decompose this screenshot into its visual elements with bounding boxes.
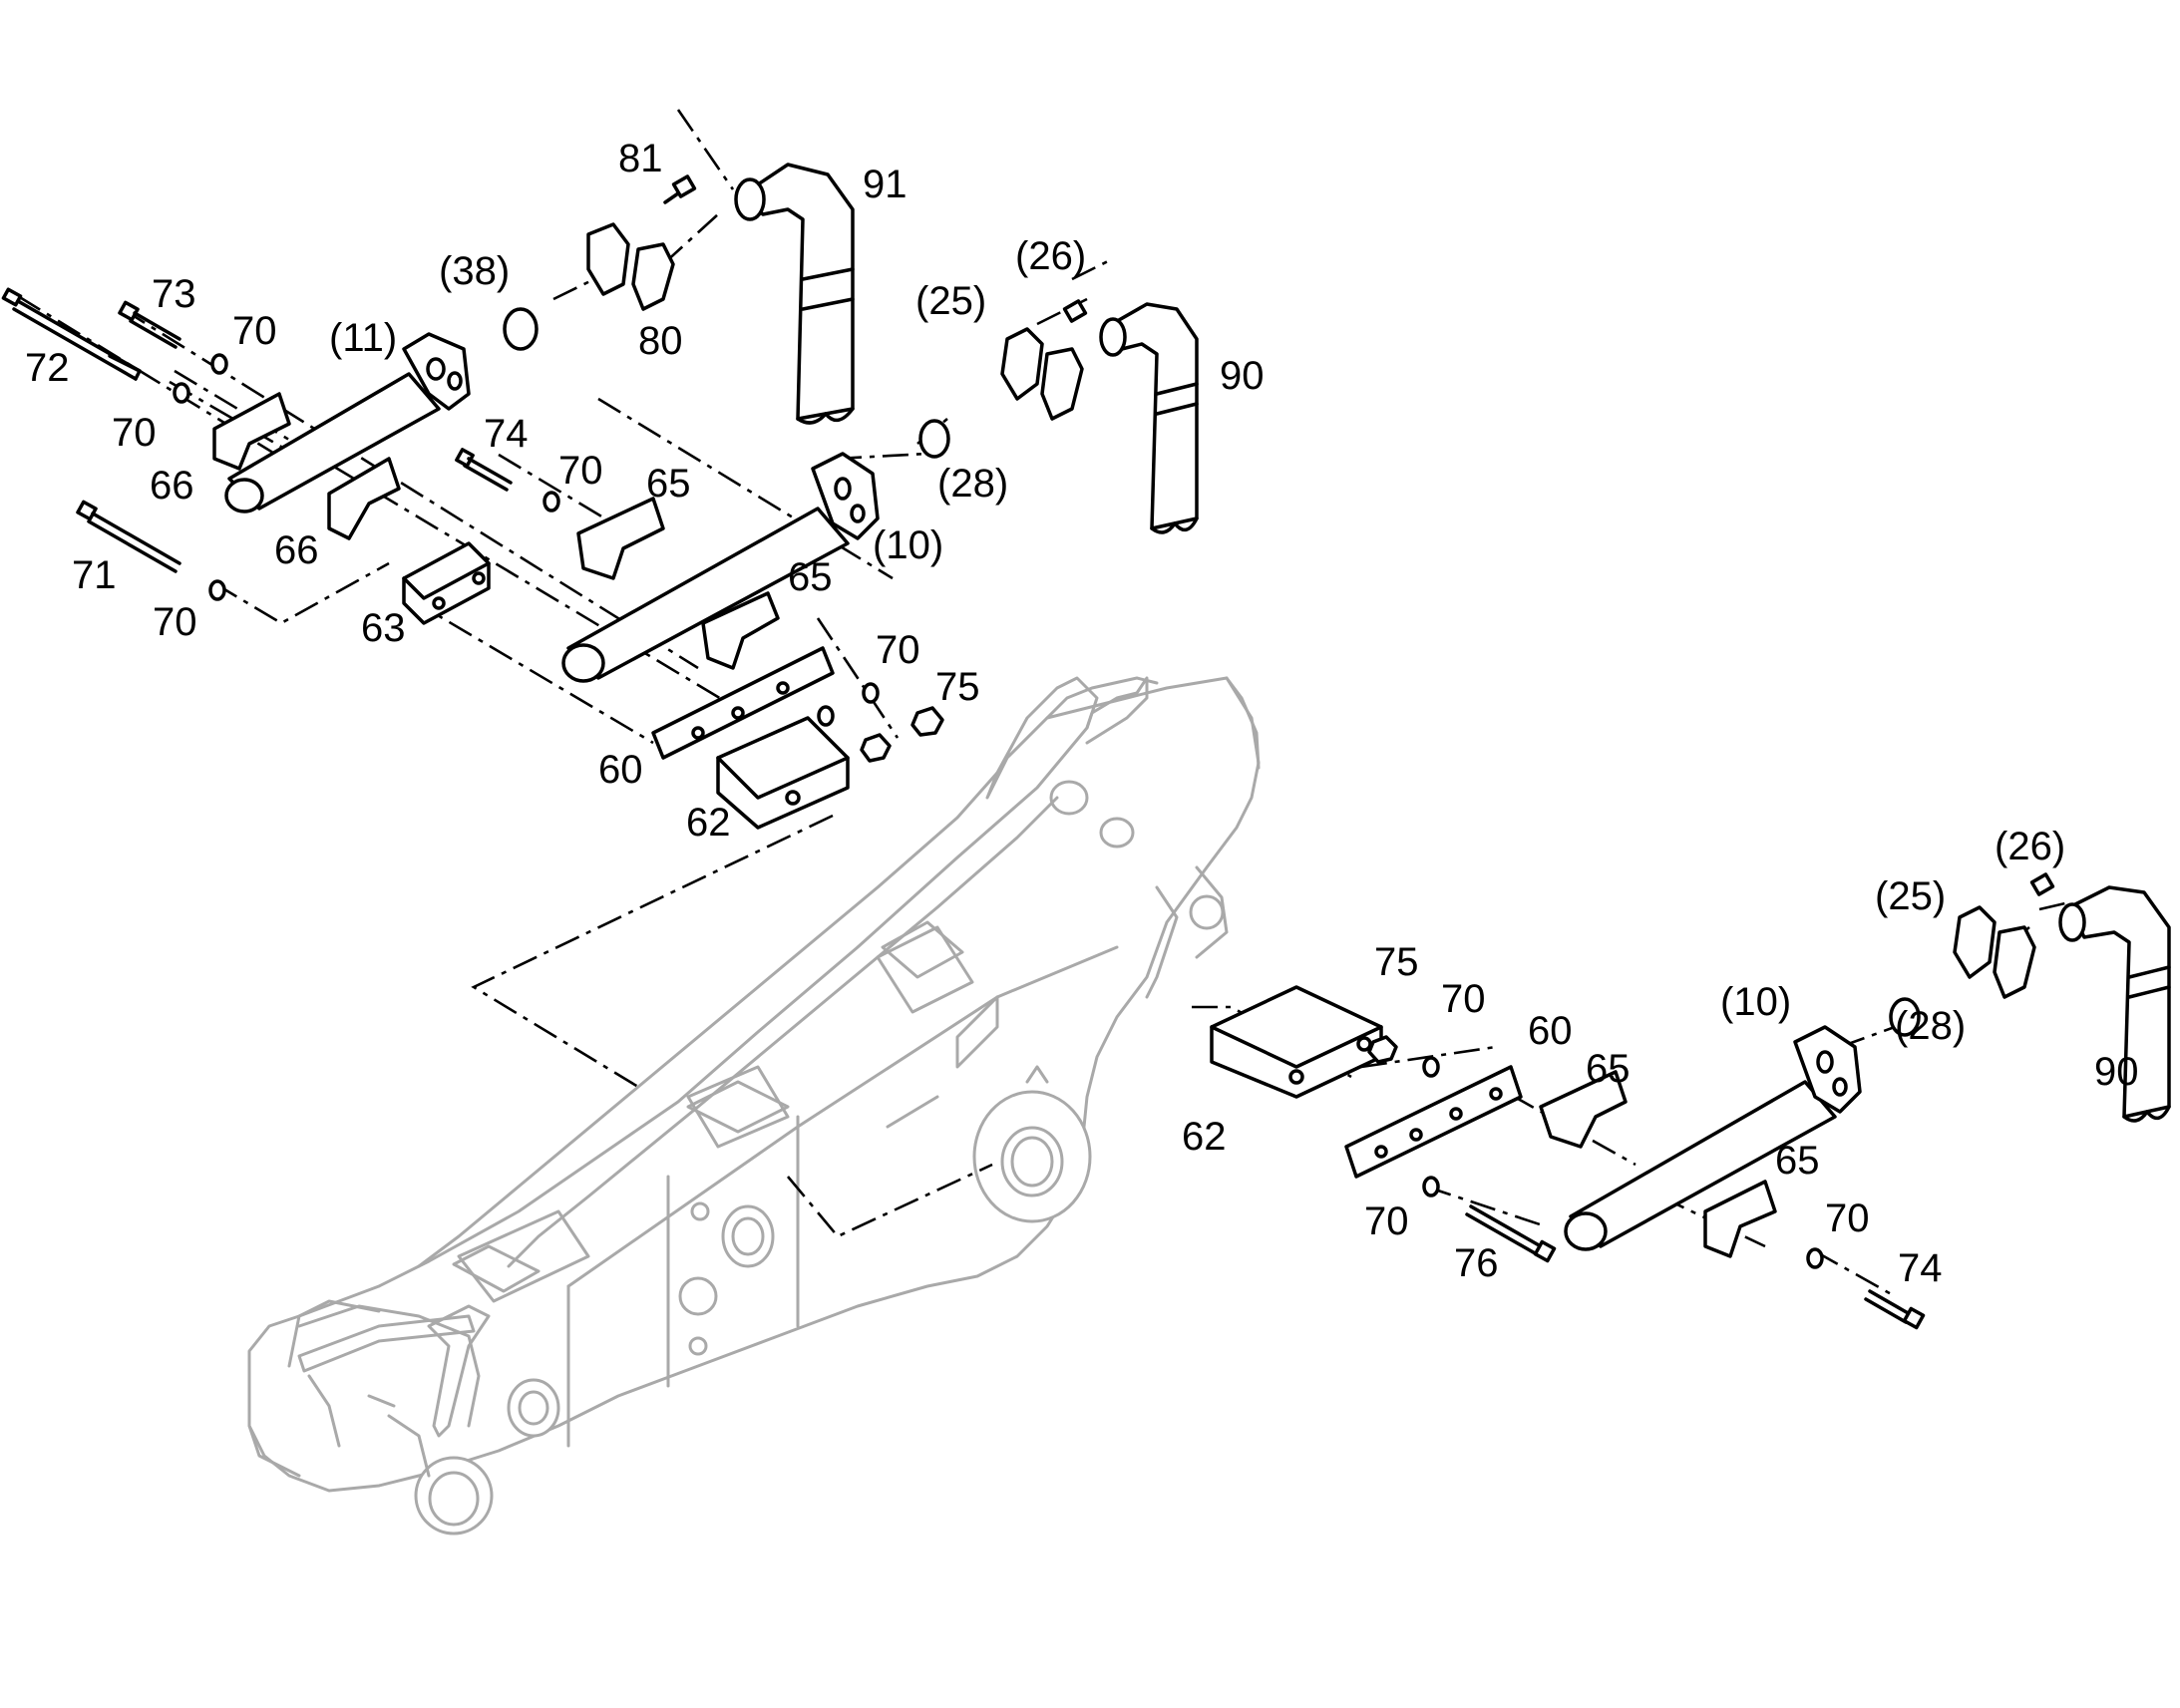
label-25-top: (25) [915, 279, 986, 323]
label-66-b: 66 [274, 528, 319, 572]
boom-assembly [247, 676, 1261, 1536]
label-63: 63 [361, 606, 406, 650]
bolt-81 [663, 174, 697, 204]
label-28-bottom: (28) [1895, 1004, 1966, 1048]
hose-90-top [1099, 302, 1199, 534]
nut-75-top [910, 706, 944, 737]
label-66-a: 66 [150, 464, 194, 508]
flange-25-bottom-a [1953, 905, 1997, 979]
bolt-76 [1465, 1204, 1557, 1263]
bolt-72 [1, 287, 142, 381]
label-11: (11) [329, 316, 397, 360]
pipe-10-bottom [1564, 1025, 1862, 1251]
label-65-c: 65 [1586, 1047, 1631, 1091]
bar-60-bottom [1344, 1065, 1523, 1179]
label-80: 80 [638, 319, 683, 363]
bolt-26-top [1062, 299, 1088, 323]
flange-80-a [586, 222, 630, 296]
label-75-bottom: 75 [1374, 940, 1419, 984]
label-65-b: 65 [788, 555, 833, 599]
clamp-65-d [1703, 1180, 1777, 1258]
flange-25-top-b [1040, 347, 1084, 421]
label-38-top: (38) [439, 249, 510, 293]
label-26-bottom: (26) [1995, 825, 2065, 868]
label-81-top: 81 [618, 137, 663, 180]
label-25-bottom: (25) [1875, 874, 1946, 918]
label-70-b: 70 [112, 411, 157, 455]
label-62-top: 62 [686, 801, 731, 845]
bar-60-top [651, 646, 835, 760]
lower-hardware-group [1210, 872, 2171, 1330]
label-70-c: 70 [558, 449, 603, 493]
label-70-e: 70 [876, 628, 920, 672]
bolt-74-bottom [1864, 1289, 1926, 1330]
ring-28-top [918, 419, 950, 459]
flange-80-b [631, 242, 675, 311]
label-76: 76 [1454, 1241, 1499, 1285]
callout-labels: 81 91 (38) (26) (25) 73 70 (11) 80 90 72… [25, 137, 2139, 1290]
label-10-bottom: (10) [1720, 980, 1791, 1024]
clamp-65-c [1539, 1070, 1628, 1149]
label-90-top: 90 [1220, 354, 1265, 398]
block-62-top [716, 716, 850, 830]
hose-91 [734, 163, 855, 425]
label-60-bottom: 60 [1528, 1009, 1573, 1053]
label-70-h: 70 [1364, 1199, 1409, 1243]
label-70-f: 70 [1441, 977, 1486, 1021]
label-90-bottom: 90 [2094, 1050, 2139, 1094]
bolt-73 [118, 300, 182, 349]
label-60-top: 60 [598, 748, 643, 792]
ring-28-bottom [1889, 997, 1921, 1037]
ring-38 [503, 307, 539, 351]
hose-90-bottom [2058, 885, 2171, 1123]
label-70-a: 70 [232, 309, 277, 353]
label-62-bottom: 62 [1182, 1115, 1227, 1159]
label-70-g: 70 [1825, 1196, 1870, 1240]
block-63 [402, 541, 491, 625]
clamp-66-a [212, 392, 291, 471]
label-91-top: 91 [863, 163, 908, 206]
upper-hardware-group [1, 163, 1199, 830]
flange-25-bottom-b [1993, 925, 2036, 999]
label-71: 71 [72, 553, 117, 597]
block-62-bottom [1210, 985, 1383, 1099]
clamp-65-a [576, 497, 665, 580]
label-70-d: 70 [153, 600, 197, 644]
clamp-65-b [701, 591, 780, 670]
label-75-top: 75 [935, 665, 980, 709]
bolt-71 [76, 500, 182, 573]
pipe-11 [224, 332, 471, 513]
label-65-d: 65 [1775, 1139, 1820, 1183]
label-72: 72 [25, 346, 70, 390]
clamp-66-b [327, 457, 401, 540]
bolt-74-top [455, 448, 513, 492]
label-74-top: 74 [484, 412, 529, 456]
label-74-bottom: 74 [1898, 1246, 1943, 1290]
label-73: 73 [152, 272, 196, 316]
nut-75-bottom [1367, 1035, 1398, 1064]
bolt-26-bottom [2029, 872, 2055, 896]
pipe-10-top [561, 452, 880, 683]
label-10-top: (10) [873, 523, 943, 567]
label-65-a: 65 [646, 462, 691, 506]
label-26-top: (26) [1015, 234, 1086, 278]
flange-25-top-a [1000, 327, 1044, 401]
label-28-top: (28) [937, 462, 1008, 506]
